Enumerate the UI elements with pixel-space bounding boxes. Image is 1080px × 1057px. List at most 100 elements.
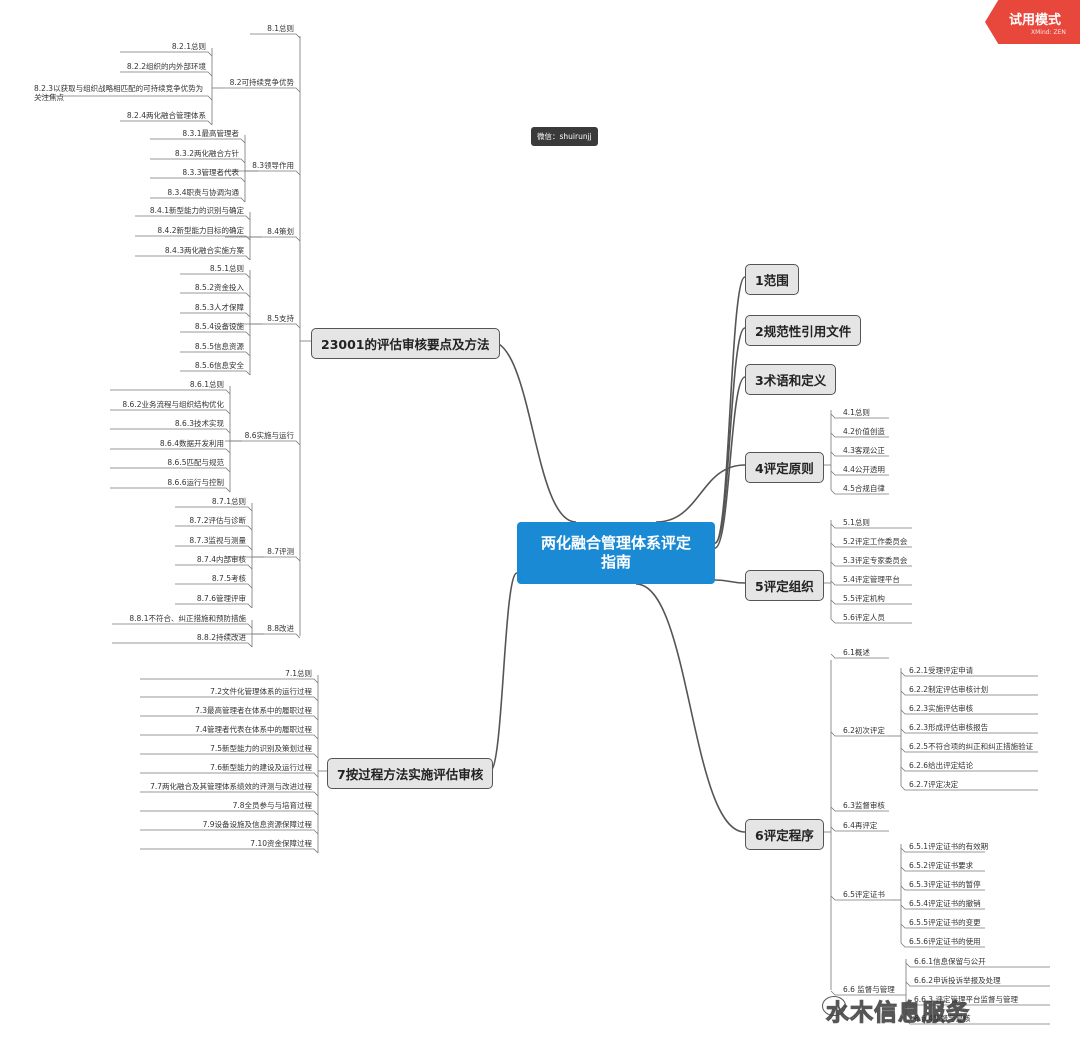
initial-evaluation-item[interactable]: 6.2.6给出评定结论 <box>909 761 974 770</box>
initial-evaluation-item[interactable]: 6.2.1受理评定申请 <box>909 666 974 675</box>
process-audit-item[interactable]: 7.5新型能力的识别及策划过程 <box>210 744 312 753</box>
evaluation-item[interactable]: 8.7.2评估与诊断 <box>189 516 246 525</box>
topic-evaluation-procedure[interactable]: 6评定程序 <box>745 819 824 850</box>
topic-23001-audit-points[interactable]: 23001的评估审核要点及方法 <box>311 328 500 359</box>
process-audit-item[interactable]: 7.7两化融合及其管理体系绩效的评测与改进过程 <box>150 782 312 791</box>
principle-item[interactable]: 4.4公开透明 <box>843 465 885 474</box>
organization-item[interactable]: 5.6评定人员 <box>843 613 885 622</box>
organization-item[interactable]: 5.4评定管理平台 <box>843 575 900 584</box>
evaluation-item[interactable]: 8.7.3监视与测量 <box>189 536 246 545</box>
audit-point-item[interactable]: 8.8改进 <box>267 624 294 633</box>
implementation-item[interactable]: 8.6.6运行与控制 <box>167 478 224 487</box>
evaluation-item[interactable]: 8.7.4内部审核 <box>196 555 246 564</box>
principle-item[interactable]: 4.5合规自律 <box>843 484 885 493</box>
supervision-item[interactable]: 6.6.3 评定管理平台监督与管理 <box>914 995 1018 1004</box>
process-audit-item[interactable]: 7.1总则 <box>285 669 312 678</box>
audit-point-item[interactable]: 8.6实施与运行 <box>244 431 294 440</box>
leaf-connector <box>175 564 253 570</box>
supervision-item[interactable]: 6.6.2申诉投诉举报及处理 <box>914 976 1001 985</box>
support-item[interactable]: 8.5.1总则 <box>209 264 244 273</box>
certificate-item[interactable]: 6.5.3评定证书的暂停 <box>909 880 981 889</box>
process-audit-item[interactable]: 7.6新型能力的建设及运行过程 <box>210 763 312 772</box>
improvement-item[interactable]: 8.8.1不符合、纠正措施和预防措施 <box>129 614 246 623</box>
audit-point-item[interactable]: 8.2可持续竞争优势 <box>229 78 294 87</box>
process-audit-item[interactable]: 7.2文件化管理体系的运行过程 <box>210 687 312 696</box>
leaf-connector <box>112 642 253 648</box>
support-item[interactable]: 8.5.6信息安全 <box>194 361 244 370</box>
organization-item[interactable]: 5.1总则 <box>843 518 870 527</box>
certificate-item[interactable]: 6.5.5评定证书的变更 <box>909 918 981 927</box>
process-audit-item[interactable]: 7.8全员参与与培育过程 <box>232 801 312 810</box>
support-item[interactable]: 8.5.4设备设施 <box>194 322 244 331</box>
leadership-item[interactable]: 8.3.1最高管理者 <box>182 129 239 138</box>
leadership-item[interactable]: 8.3.4职责与协调沟通 <box>167 188 239 197</box>
procedure-item[interactable]: 6.4再评定 <box>843 821 878 830</box>
procedure-item[interactable]: 6.3监督审核 <box>843 801 885 810</box>
certificate-item[interactable]: 6.5.1评定证书的有效期 <box>909 842 989 851</box>
wechat-logo-icon <box>822 996 846 1016</box>
certificate-item[interactable]: 6.5.2评定证书要求 <box>909 861 974 870</box>
support-item[interactable]: 8.5.2资金投入 <box>194 283 244 292</box>
organization-item[interactable]: 5.3评定专家委员会 <box>843 556 908 565</box>
procedure-item[interactable]: 6.6 监督与管理 <box>843 985 895 994</box>
topic-process-audit[interactable]: 7按过程方法实施评估审核 <box>327 758 494 789</box>
support-item[interactable]: 8.5.5信息资源 <box>194 342 244 351</box>
leadership-item[interactable]: 8.3.3管理者代表 <box>182 168 239 177</box>
implementation-item[interactable]: 8.6.1总则 <box>189 380 224 389</box>
certificate-item[interactable]: 6.5.6评定证书的使用 <box>909 937 981 946</box>
initial-evaluation-item[interactable]: 6.2.5不符合项的纠正和纠正措施验证 <box>909 742 1034 751</box>
procedure-item[interactable]: 6.1概述 <box>843 648 870 657</box>
planning-item[interactable]: 8.4.3两化融合实施方案 <box>164 246 244 255</box>
support-item[interactable]: 8.5.3人才保障 <box>194 303 244 312</box>
topic-evaluation-organization[interactable]: 5评定组织 <box>745 570 824 601</box>
competitive-advantage-item[interactable]: 8.2.1总则 <box>171 42 206 51</box>
branch-connector <box>489 340 577 523</box>
evaluation-item[interactable]: 8.7.6管理评审 <box>196 594 246 603</box>
supervision-item[interactable]: 6.6.4监督与复核 <box>914 1014 971 1023</box>
process-audit-item[interactable]: 7.10资金保障过程 <box>250 839 312 848</box>
topic-scope[interactable]: 1范围 <box>745 264 799 295</box>
initial-evaluation-item[interactable]: 6.2.2制定评估审核计划 <box>909 685 989 694</box>
evaluation-item[interactable]: 8.7.5考核 <box>211 574 246 583</box>
watermark-text: 水木信息服务 <box>826 1000 970 1027</box>
implementation-item[interactable]: 8.6.2业务流程与组织结构优化 <box>122 400 224 409</box>
principle-item[interactable]: 4.3客观公正 <box>843 446 885 455</box>
implementation-item[interactable]: 8.6.3技术实现 <box>174 419 224 428</box>
organization-item[interactable]: 5.2评定工作委员会 <box>843 537 908 546</box>
evaluation-item[interactable]: 8.7.1总则 <box>211 497 246 506</box>
improvement-item[interactable]: 8.8.2持续改进 <box>196 633 246 642</box>
principle-item[interactable]: 4.1总则 <box>843 408 870 417</box>
process-audit-item[interactable]: 7.3最高管理者在体系中的履职过程 <box>195 706 312 715</box>
implementation-item[interactable]: 8.6.4数据开发利用 <box>159 439 224 448</box>
competitive-advantage-item[interactable]: 8.2.2组织的内外部环境 <box>126 62 206 71</box>
topic-evaluation-principles[interactable]: 4评定原则 <box>745 452 824 483</box>
planning-item[interactable]: 8.4.2新型能力目标的确定 <box>157 226 244 235</box>
certificate-item[interactable]: 6.5.4评定证书的撤销 <box>909 899 981 908</box>
process-audit-item[interactable]: 7.4管理者代表在体系中的履职过程 <box>195 725 312 734</box>
principle-item[interactable]: 4.2价值创造 <box>843 427 885 436</box>
initial-evaluation-item[interactable]: 6.2.3形成评估审核报告 <box>909 723 989 732</box>
central-topic[interactable]: 两化融合管理体系评定指南 <box>517 522 715 584</box>
supervision-item[interactable]: 6.6.1信息保留与公开 <box>914 957 986 966</box>
process-audit-item[interactable]: 7.9设备设施及信息资源保障过程 <box>202 820 312 829</box>
implementation-item[interactable]: 8.6.5匹配与规范 <box>167 458 224 467</box>
leaf-connector <box>175 506 253 512</box>
audit-point-item[interactable]: 8.1总则 <box>267 24 294 33</box>
procedure-item[interactable]: 6.2初次评定 <box>843 726 885 735</box>
organization-item[interactable]: 5.5评定机构 <box>843 594 885 603</box>
trial-mode-badge[interactable]: 试用模式 XMind: ZEN <box>985 0 1080 44</box>
audit-point-item[interactable]: 8.4策划 <box>267 227 294 236</box>
procedure-item[interactable]: 6.5评定证书 <box>843 890 885 899</box>
competitive-advantage-item[interactable]: 8.2.4两化融合管理体系 <box>126 111 206 120</box>
audit-point-item[interactable]: 8.3领导作用 <box>252 161 294 170</box>
initial-evaluation-item[interactable]: 6.2.7评定决定 <box>909 780 959 789</box>
leadership-item[interactable]: 8.3.2两化融合方针 <box>174 149 239 158</box>
topic-normative-references[interactable]: 2规范性引用文件 <box>745 315 862 346</box>
leaf-connector <box>140 810 319 816</box>
topic-terms-definitions[interactable]: 3术语和定义 <box>745 364 837 395</box>
audit-point-item[interactable]: 8.7评测 <box>267 547 294 556</box>
initial-evaluation-item[interactable]: 6.2.3实施评估审核 <box>909 704 974 713</box>
planning-item[interactable]: 8.4.1新型能力的识别与确定 <box>149 206 244 215</box>
competitive-advantage-item[interactable]: 8.2.3以获取与组织战略相匹配的可持续竞争优势为关注焦点 <box>34 84 204 102</box>
audit-point-item[interactable]: 8.5支持 <box>267 314 294 323</box>
